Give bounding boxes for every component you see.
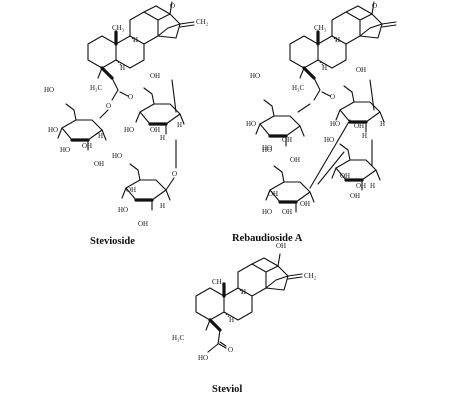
rebaudioside-ch3-label: CH₃ xyxy=(314,24,327,32)
stevioside-glc1-oh-label: OH xyxy=(94,160,104,168)
rebaudioside-glc3-oh2-label: OH xyxy=(282,208,292,216)
rebaudioside-h3c-label: H₃C xyxy=(292,84,304,92)
stevioside-glc2-h2-label: H xyxy=(177,121,182,129)
rebaudioside-glc1-ho4-label: HO xyxy=(246,120,256,128)
stevioside-c13-o-label: O xyxy=(170,2,175,10)
steviol-h5-label: H xyxy=(229,316,234,324)
rebaudioside-glc1-oh2-label: OH xyxy=(282,136,292,144)
rebaudioside-glc4-oh-label: OH xyxy=(356,182,366,190)
rebaudioside-ester-o-label: O xyxy=(330,93,335,101)
rebaudioside-glc2-ho-label: HO xyxy=(330,120,340,128)
stevioside-h3c-label: H₃C xyxy=(90,84,102,92)
stevioside-glc2-oh6-label: OH xyxy=(150,72,160,80)
rebaudioside-a-caption: Rebaudioside A xyxy=(232,233,303,244)
steviol-structure: CH₃ OH CH₂ H H H₃C O HO xyxy=(172,242,317,362)
rebaudioside-glc2-oh6-label: OH xyxy=(356,66,366,74)
stevioside-structure: CH₃ O CH₂ H H H₃C O O HO HO HO OH OH H O… xyxy=(44,0,209,228)
stevioside-glc2-h-label: H xyxy=(160,134,165,142)
stevioside-ch3-label: CH₃ xyxy=(112,24,125,32)
stevioside-link-o-label: O xyxy=(172,170,177,178)
rebaudioside-glc2-h-label: H xyxy=(362,132,367,140)
rebaudioside-glc1-oh-label: OH xyxy=(290,156,300,164)
rebaudioside-glc1-ho6-label: HO xyxy=(250,72,260,80)
stevioside-glc3-h-label: H xyxy=(160,202,165,210)
steviol-h9-label: H xyxy=(241,288,246,296)
rebaudioside-glc3-ho3-label: HO xyxy=(262,208,272,216)
rebaudioside-h5-label: H xyxy=(322,64,327,72)
stevioside-glc1-oh2-label: OH xyxy=(82,142,92,150)
stevioside-glc3-ho6-label: HO xyxy=(112,152,122,160)
rebaudioside-glc2-oh-label: OH xyxy=(354,122,364,130)
stevioside-glc3-oh2-label: OH xyxy=(138,220,148,228)
stevioside-glc1-ho4-label: HO xyxy=(48,126,58,134)
stevioside-glc2-ho-label: HO xyxy=(124,126,134,134)
stevioside-h5-label: H xyxy=(120,64,125,72)
steviol-ho-label: HO xyxy=(198,354,208,362)
rebaudioside-glc4-oh4-label: OH xyxy=(340,172,350,180)
stevioside-h9-label: H xyxy=(133,36,138,44)
stevioside-glc3-ho3-label: HO xyxy=(118,206,128,214)
rebaudioside-glc2-h2-label: H xyxy=(380,120,385,128)
stevioside-ester-o-label: O xyxy=(128,93,133,101)
stevioside-glc1-ho3-label: HO xyxy=(60,146,70,154)
steviol-h3c-label: H₃C xyxy=(172,334,184,342)
rebaudioside-a-structure: CH₃ O H H H₃C O HO HO HO OH OH OH HO OH … xyxy=(246,0,398,216)
stevioside-glc2-oh-label: OH xyxy=(150,126,160,134)
rebaudioside-glc1-ho3-label: HO xyxy=(262,144,272,152)
rebaudioside-h9-label: H xyxy=(335,36,340,44)
rebaudioside-glc3-oh-label: OH xyxy=(300,200,310,208)
stevioside-glc1-ho6-label: HO xyxy=(44,86,54,94)
stevioside-ch2-label: CH₂ xyxy=(196,18,209,26)
rebaudioside-glc3-oh4-label: OH xyxy=(268,190,278,198)
stevioside-glc3-oh4-label: OH xyxy=(126,186,136,194)
rebaudioside-glc4-h-label: H xyxy=(370,182,375,190)
steviol-carbonyl-o-label: O xyxy=(228,346,233,354)
rebaudioside-glc3-ho6-label: HO xyxy=(262,146,272,154)
steviol-ch2-label: CH₂ xyxy=(304,272,317,280)
stevioside-caption: Stevioside xyxy=(90,236,135,247)
rebaudioside-glc4-oh2-label: OH xyxy=(350,192,360,200)
steviol-caption: Steviol xyxy=(212,384,242,395)
stevioside-ester-o2-label: O xyxy=(106,102,111,110)
rebaudioside-glc4-ho6-label: HO xyxy=(324,136,334,144)
rebaudioside-c13-o-label: O xyxy=(372,2,377,10)
steviol-oh-label: OH xyxy=(276,242,286,250)
stevioside-glc1-h-label: H xyxy=(98,132,103,140)
steviol-ch3-label: CH₃ xyxy=(212,278,225,286)
